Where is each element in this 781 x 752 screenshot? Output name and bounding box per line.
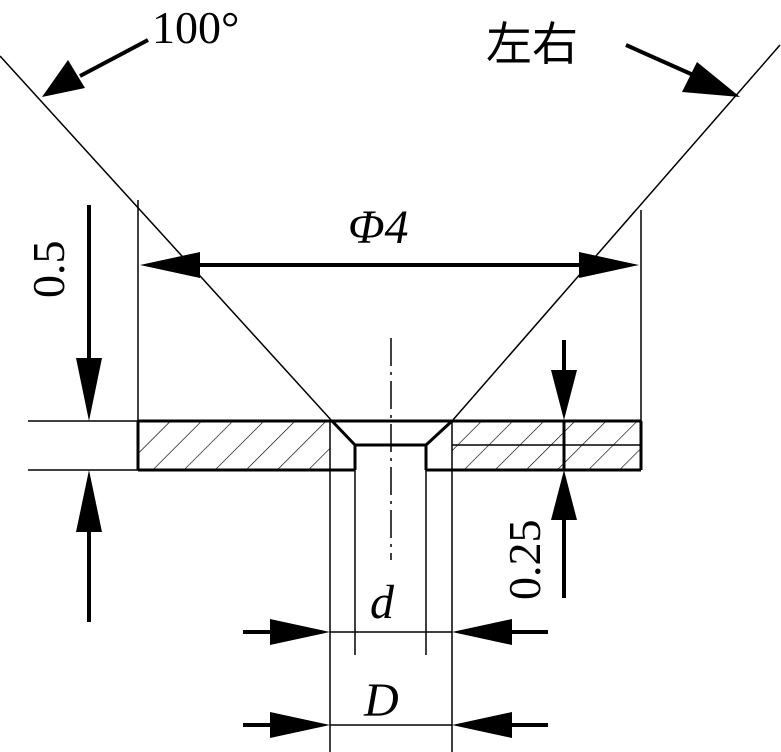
diameter-label: Φ4 [348, 201, 409, 254]
small-diameter-label: d [370, 576, 395, 629]
angle-tolerance-label: 左右 [486, 19, 578, 70]
cone-right-line [451, 44, 781, 422]
thickness-label: 0.5 [23, 241, 74, 299]
thickness-dimension-arrows [76, 205, 102, 622]
angle-label: 100° [152, 2, 239, 53]
d-dimension [243, 619, 548, 645]
angle-leader-right [625, 43, 740, 97]
D-dimension [243, 712, 548, 738]
angle-leader-left [42, 38, 149, 97]
phi4-dimension-line [140, 252, 639, 278]
cone-left-line [0, 55, 333, 422]
large-diameter-label: D [363, 674, 399, 727]
depth-label: 0.25 [499, 520, 550, 601]
depth-dimension-arrows [551, 340, 577, 598]
